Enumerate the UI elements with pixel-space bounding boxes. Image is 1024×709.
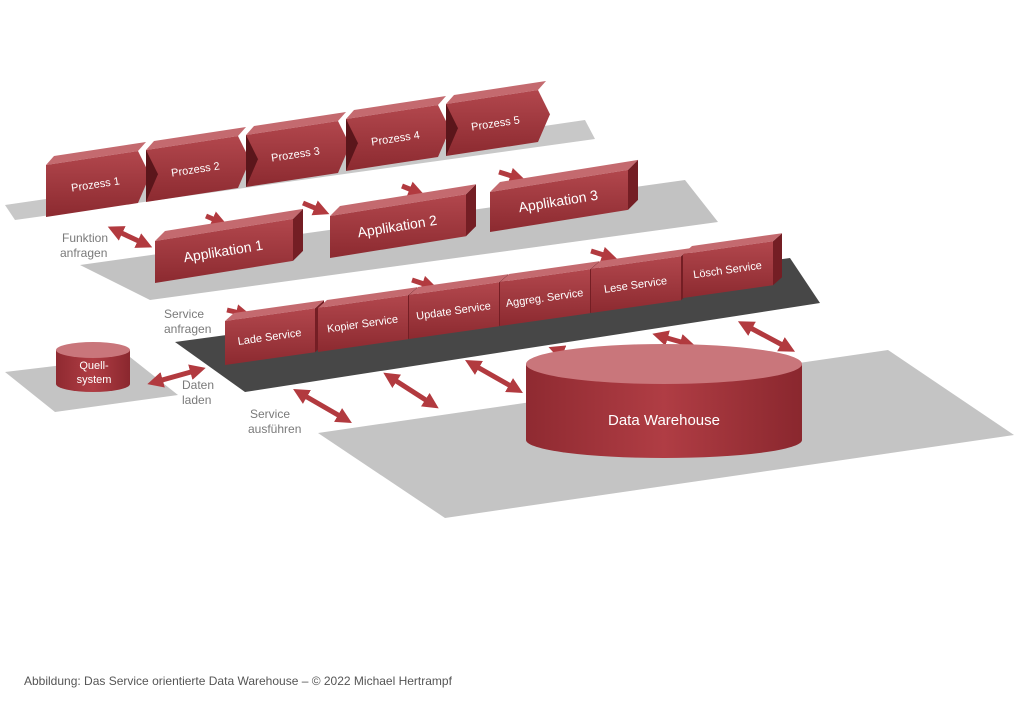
label-function-request-1: Funktion xyxy=(62,231,108,245)
app-service-arrow-2 xyxy=(590,246,618,263)
arrows xyxy=(107,167,796,424)
label-service-execute-2: ausführen xyxy=(248,422,301,436)
process-step-1: Prozess 1 xyxy=(46,142,150,217)
service-block-4: Aggreg. Service xyxy=(500,261,599,326)
service-block-1: Lade Service xyxy=(225,300,324,365)
data-warehouse-label: Data Warehouse xyxy=(608,412,720,429)
process-arrow-1 xyxy=(205,211,228,227)
process-arrow-2 xyxy=(302,200,330,216)
data-warehouse-cylinder xyxy=(526,364,802,458)
application-block-3: Applikation 3 xyxy=(490,159,638,232)
execute-arrow-3 xyxy=(465,360,523,393)
application-block-1: Applikation 1 xyxy=(155,208,303,283)
execute-arrow-2 xyxy=(383,372,439,409)
figure-caption: Abbildung: Das Service orientierte Data … xyxy=(24,674,452,688)
app-service-arrow-1 xyxy=(411,275,438,292)
service-block-6: Lösch Service xyxy=(683,233,782,298)
label-function-request-2: anfragen xyxy=(60,246,107,260)
service-block-2: Kopier Service xyxy=(318,287,417,352)
source-system-label-1: Quell- xyxy=(79,360,109,372)
process-step-2: Prozess 2 xyxy=(146,127,250,202)
source-system-top xyxy=(56,342,130,358)
process-arrow-3 xyxy=(401,181,425,197)
data-warehouse-top xyxy=(526,344,802,384)
source-system-label-2: system xyxy=(77,374,112,386)
process-arrow-4 xyxy=(498,167,526,184)
source-system-cylinder xyxy=(56,350,130,392)
label-service-execute-1: Service xyxy=(250,407,290,421)
source-system: Quell- system xyxy=(56,342,130,392)
label-service-request-1: Service xyxy=(164,307,204,321)
process-step-5: Prozess 5 xyxy=(446,81,550,156)
service-block-3: Update Service xyxy=(409,274,508,339)
function-request-arrow xyxy=(107,226,153,248)
side-labels: Funktion anfragen Service anfragen Daten… xyxy=(60,231,301,436)
execute-arrow-5 xyxy=(652,330,696,350)
label-load-data-2: laden xyxy=(182,393,211,407)
execute-arrow-6 xyxy=(737,321,796,352)
execute-arrow-1 xyxy=(293,388,352,424)
process-step-3: Prozess 3 xyxy=(246,112,350,187)
data-warehouse: Data Warehouse xyxy=(526,344,802,458)
label-service-request-2: anfragen xyxy=(164,322,211,336)
load-data-arrow xyxy=(147,364,206,388)
label-load-data-1: Daten xyxy=(182,378,214,392)
application-block-2: Applikation 2 xyxy=(330,184,476,258)
process-step-4: Prozess 4 xyxy=(346,96,450,171)
